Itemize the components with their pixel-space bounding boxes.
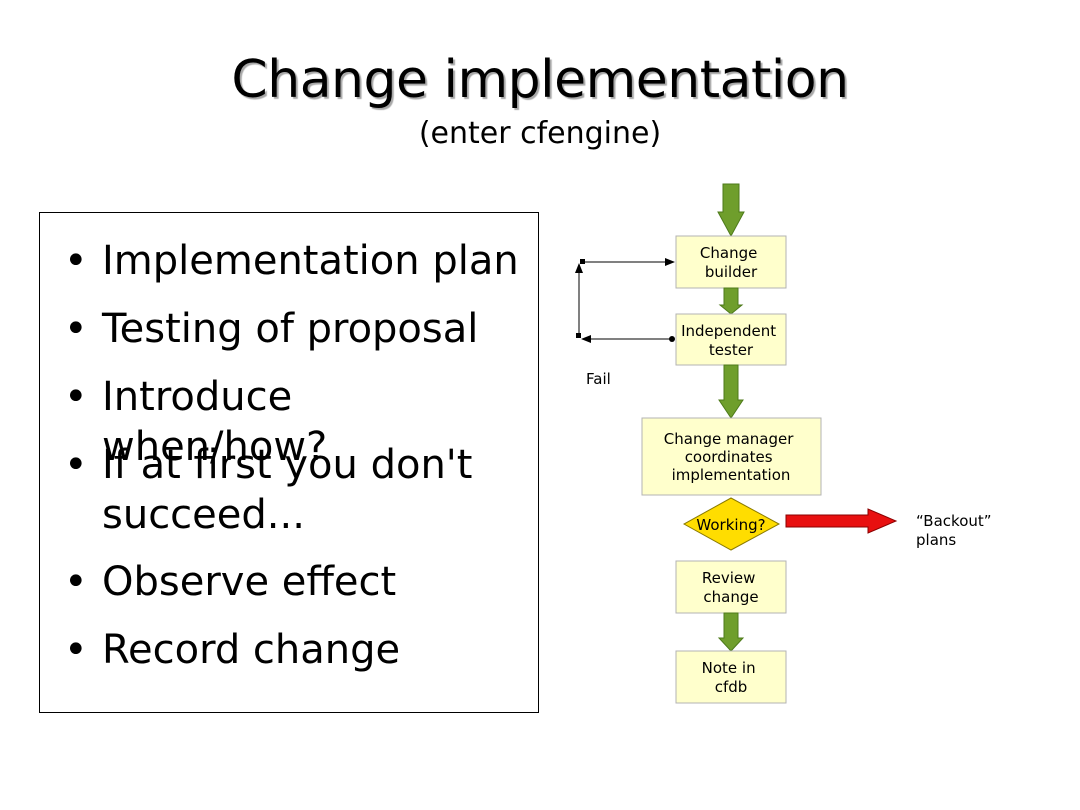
backout-arrow	[785, 508, 898, 534]
working-decision-diamond	[682, 497, 781, 551]
bullet-dot: •	[64, 442, 88, 488]
bullet-text: Record change	[102, 627, 401, 673]
bullet-item: • If at first you don't succeed...	[64, 440, 530, 540]
fail-loop-corner	[580, 259, 585, 264]
bullet-dot: •	[64, 306, 88, 352]
bullet-text: Testing of proposal	[102, 306, 479, 352]
bullet-dot: •	[64, 238, 88, 284]
flow-arrow-tester-to-manager	[718, 364, 744, 419]
bullet-item: • Introduce when/how?	[64, 372, 530, 472]
bullet-text: If at first you don't succeed...	[102, 442, 473, 538]
change-builder-box	[675, 235, 787, 289]
bullet-item: • Record change	[64, 625, 530, 675]
bullet-text: Observe effect	[102, 559, 397, 605]
backout-plans-label: “Backout” plans	[916, 512, 996, 549]
review-change-box	[675, 560, 787, 614]
change-flow-diagram: Change builder Independent tester Fail C…	[575, 183, 996, 704]
independent-tester-box	[675, 313, 787, 366]
flow-arrow-builder-to-tester	[718, 287, 744, 315]
bullet-dot: •	[64, 559, 88, 605]
note-in-cfdb-label: Note in cfdb	[702, 659, 761, 696]
flow-arrow-review-to-note	[717, 612, 745, 652]
bullet-list-box: • Implementation plan • Testing of proposa…	[39, 212, 539, 713]
bullet-text: Implementation plan	[102, 238, 519, 284]
note-in-cfdb-box	[675, 650, 787, 704]
fail-loop-corner	[576, 333, 581, 338]
working-decision-label: Working?	[696, 516, 765, 534]
slide-subtitle: (enter cfengine)	[418, 116, 662, 151]
fail-label: Fail	[586, 370, 611, 388]
independent-tester-label: Independent tester	[681, 322, 781, 359]
bullet-item: • Testing of proposal	[64, 304, 530, 354]
fail-loop-start-dot	[669, 336, 675, 342]
bullet-dot: •	[64, 627, 88, 673]
review-change-label: Review change	[702, 569, 760, 606]
flow-arrow-entry	[717, 183, 745, 238]
slide-title: Change implementation	[231, 50, 849, 110]
change-manager-box	[641, 417, 822, 496]
bullet-dot: •	[64, 374, 88, 420]
change-builder-label: Change builder	[700, 244, 762, 281]
bullet-item: • Observe effect	[64, 557, 530, 607]
bullet-text: Introduce when/how?	[102, 374, 328, 470]
change-manager-label: Change manager coordinates implementatio…	[664, 430, 798, 484]
fail-loop-connector	[575, 258, 675, 343]
bullet-item: • Implementation plan	[64, 236, 530, 286]
